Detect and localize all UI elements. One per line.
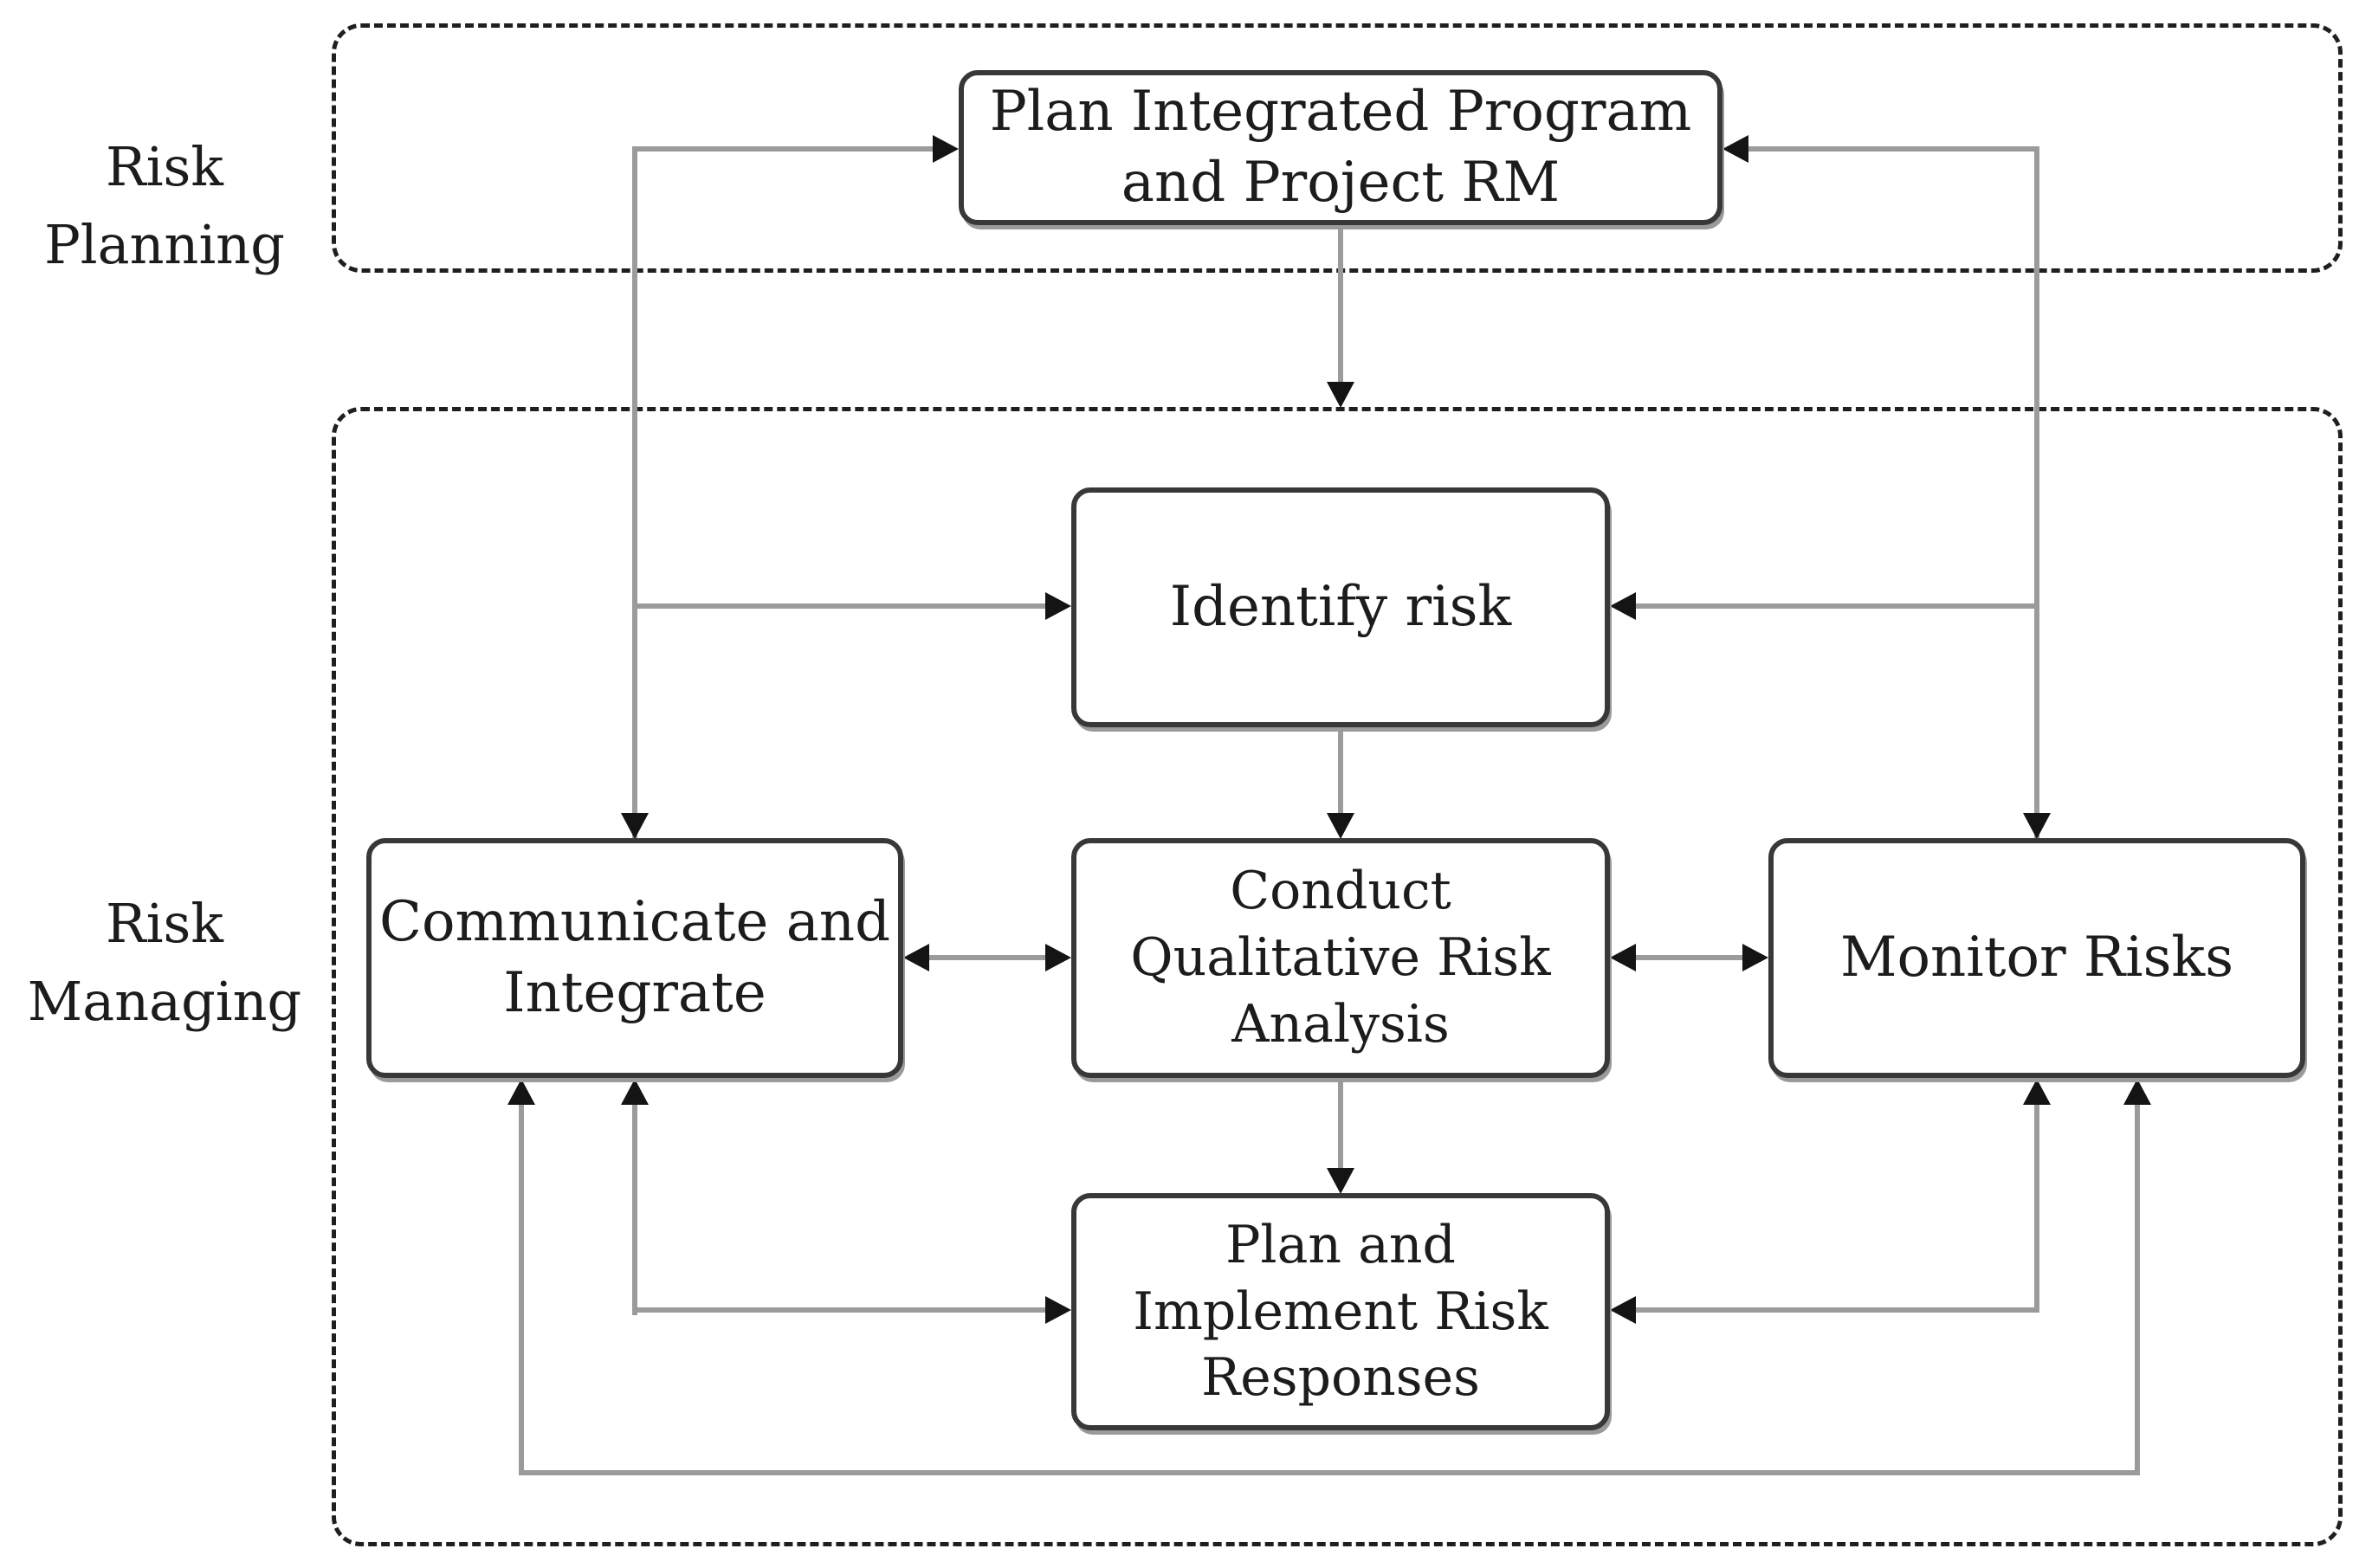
edge-conduct-monitor [1636,955,1744,960]
arrowhead-into-plan-responses-right [1610,1296,1636,1324]
node-label-line: Communicate and [378,889,891,954]
edge-plan-rm-to-managing-region [1338,225,1343,384]
edge-trunk-to-plan-rm-right [1747,146,2039,152]
arrowhead-into-communicate-bottom-inner [621,1079,649,1105]
arrowhead-into-managing-region [1327,382,1354,408]
arrowhead-into-plan-responses-left [1045,1296,1071,1324]
edge-communicate-plan-horizontal [632,1307,1048,1313]
arrowhead-into-communicate-bottom-outer [507,1079,535,1105]
node-identify-risk: Identify risk [1071,487,1610,727]
edge-trunk-to-identify-right [1634,603,2039,609]
risk-managing-label: Risk Managing [22,885,307,1041]
edge-plan-monitor-vertical [2034,1102,2039,1313]
arrowhead-into-monitor-bottom-outer [2123,1079,2151,1105]
node-label-line: Monitor Risks [1839,925,2234,990]
edge-left-trunk-vertical [632,149,637,838]
arrowhead-into-plan-responses-top [1327,1168,1354,1194]
node-label-line: Plan Integrated Program [989,79,1692,144]
node-communicate-integrate: Communicate and Integrate [366,838,903,1078]
node-plan-implement-risk-responses: Plan and Implement Risk Responses [1071,1193,1610,1430]
arrowhead-into-communicate-top [621,813,649,839]
arrowhead-into-plan-rm-right [1722,135,1748,163]
node-label-line: Conduct [1230,861,1451,922]
node-plan-integrated-program: Plan Integrated Program and Project RM [959,70,1722,225]
label-line: Planning [44,212,285,276]
arrowhead-into-conduct-right [1610,944,1636,971]
arrowhead-into-conduct-top [1327,813,1354,839]
edge-communicate-plan-vertical [632,1102,637,1315]
node-label-line: Identify risk [1169,574,1512,639]
edge-loop-left-vertical [519,1102,524,1475]
arrowhead-into-monitor-top [2023,813,2051,839]
arrowhead-into-monitor-bottom-inner [2023,1079,2051,1105]
arrowhead-into-identify-right [1610,592,1636,620]
edge-communicate-conduct [929,955,1047,960]
edge-trunk-to-identify-left [632,603,1048,609]
node-monitor-risks: Monitor Risks [1768,838,2305,1078]
node-label-line: Responses [1201,1347,1480,1409]
node-conduct-qualitative-risk-analysis: Conduct Qualitative Risk Analysis [1071,838,1610,1078]
node-label-line: Plan and [1225,1214,1456,1275]
label-line: Managing [27,969,302,1033]
risk-managing-region [332,407,2343,1546]
arrowhead-into-plan-rm-left [933,135,959,163]
edge-loop-right-vertical [2135,1102,2140,1475]
node-label-line: Integrate [503,960,766,1025]
arrowhead-into-conduct-left [1045,944,1071,971]
node-label-line: Implement Risk [1133,1281,1548,1342]
risk-planning-region [332,23,2343,273]
label-line: Risk [106,892,223,955]
arrowhead-into-communicate-right [903,944,929,971]
node-label-line: and Project RM [1121,150,1561,215]
edge-identify-to-conduct [1338,725,1343,816]
risk-planning-label: Risk Planning [22,128,307,284]
arrowhead-into-identify-left [1045,592,1071,620]
edge-conduct-to-plan-responses [1338,1078,1343,1171]
edge-right-trunk-vertical [2034,149,2039,838]
label-line: Risk [106,135,223,198]
edge-loop-bottom-horizontal [519,1470,2140,1475]
node-label-line: Analysis [1231,993,1450,1055]
node-label-line: Qualitative Risk [1130,927,1551,989]
arrowhead-into-monitor-left [1742,944,1768,971]
edge-plan-monitor-horizontal [1636,1307,2039,1313]
edge-trunk-to-plan-rm-left [632,146,935,152]
